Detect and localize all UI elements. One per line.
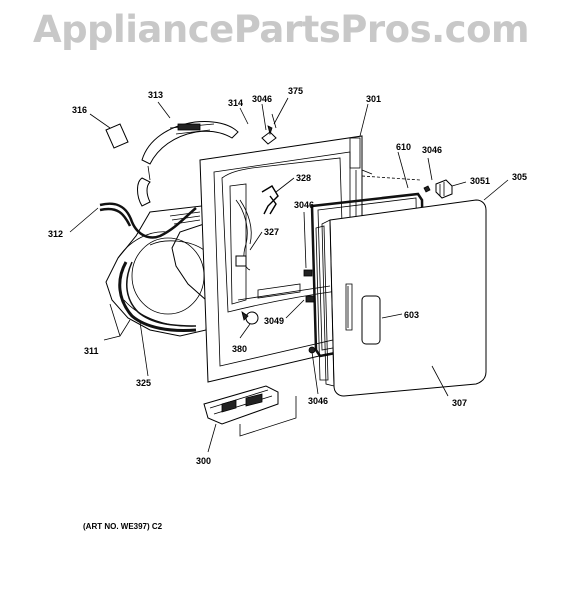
lint-filter-300 (203, 385, 297, 437)
bulkhead-assembly (105, 204, 211, 337)
label-3046: 3046 (308, 396, 328, 406)
label-314: 314 (228, 98, 243, 108)
lamp-lens-316 (105, 123, 129, 149)
label-305: 305 (512, 172, 527, 182)
label-375: 375 (288, 86, 303, 96)
watermark-text: AppliancePartsPros.com (32, 8, 530, 51)
label-327: 327 (264, 227, 279, 237)
label-325: 325 (136, 378, 151, 388)
wire-harness-312 (99, 202, 197, 239)
latch-3051 (423, 179, 453, 199)
label-380: 380 (232, 344, 247, 354)
label-3046: 3046 (422, 145, 442, 155)
knob-380 (241, 311, 259, 325)
label-3051: 3051 (470, 176, 490, 186)
label-313: 313 (148, 90, 163, 100)
label-328: 328 (296, 173, 311, 183)
label-610: 610 (396, 142, 411, 152)
label-311: 311 (84, 346, 99, 356)
label-603: 603 (404, 310, 419, 320)
label-3046: 3046 (294, 200, 314, 210)
label-300: 300 (196, 456, 211, 466)
top-screws (261, 113, 277, 145)
label-3046: 3046 (252, 94, 272, 104)
art-number: (ART NO. WE397) C2 (83, 522, 163, 531)
label-301: 301 (366, 94, 381, 104)
door-assembly (315, 199, 487, 397)
label-312: 312 (48, 229, 63, 239)
top-bracket-313 (137, 121, 239, 207)
part-labels: 316 313 314 3046 375 301 610 3046 3051 3… (48, 86, 527, 466)
label-3049: 3049 (264, 316, 284, 326)
label-307: 307 (452, 398, 467, 408)
label-316: 316 (72, 105, 87, 115)
leader-lines (69, 97, 509, 453)
hinge-screws (303, 269, 316, 354)
